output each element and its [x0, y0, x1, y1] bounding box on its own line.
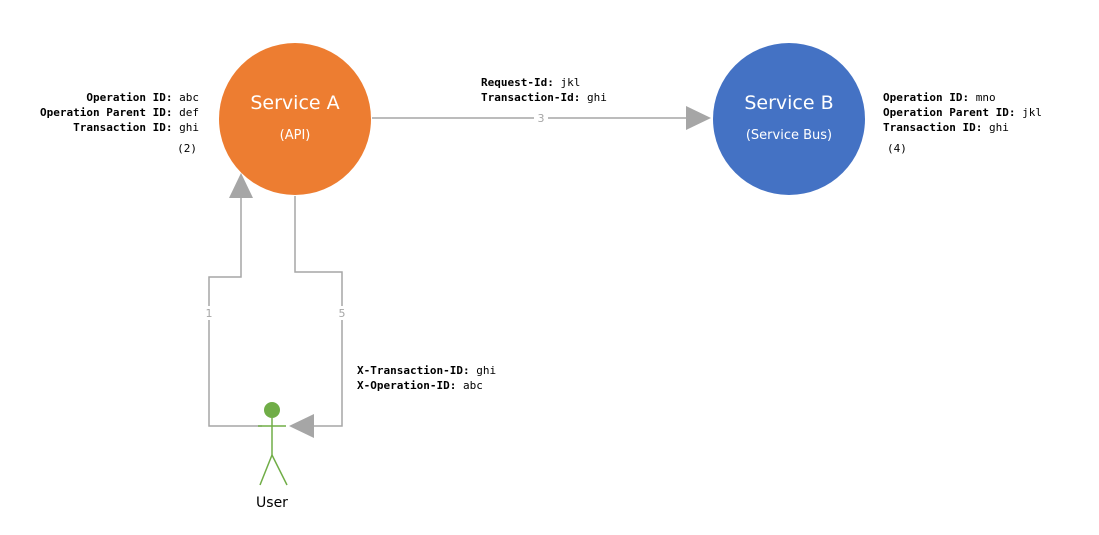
annotation-line: X-Operation-ID: abc [357, 379, 483, 392]
annotation-line: Operation ID: abc [86, 91, 199, 104]
annotation-line: Transaction ID: ghi [883, 121, 1009, 134]
response-headers-annotation: X-Transaction-ID: ghi X-Operation-ID: ab… [357, 364, 496, 392]
edge-label-bg [534, 112, 548, 124]
service-b-id-annotation: Operation ID: mno Operation Parent ID: j… [883, 91, 1042, 155]
edge-label-3: 3 [538, 112, 545, 125]
edge-label-bg [336, 306, 348, 320]
service-b-circle [713, 43, 865, 195]
service-a-title: Service A [250, 92, 339, 114]
node-service-a[interactable]: Service A (API) [219, 43, 371, 195]
user-label: User [256, 495, 288, 511]
annotation-line: Transaction ID: ghi [73, 121, 199, 134]
annotation-line: Transaction-Id: ghi [481, 91, 607, 104]
edge-label-bg [203, 306, 215, 320]
step-label-4: (4) [887, 142, 907, 155]
edge-label-5: 5 [339, 307, 346, 320]
service-a-subtitle: (API) [280, 128, 311, 143]
arrowhead-icon [289, 414, 314, 438]
node-service-b[interactable]: Service B (Service Bus) [713, 43, 865, 195]
edge-user-to-service-a: 1 [203, 173, 262, 427]
annotation-line: Operation Parent ID: def [40, 106, 199, 119]
annotation-line: X-Transaction-ID: ghi [357, 364, 496, 377]
edge-service-a-to-user: 5 [289, 196, 348, 438]
service-b-title: Service B [744, 92, 833, 114]
arrowhead-icon [686, 106, 711, 130]
step-label-2: (2) [177, 142, 197, 155]
annotation-line: Operation Parent ID: jkl [883, 106, 1042, 119]
service-b-subtitle: (Service Bus) [746, 128, 832, 143]
edge-line [208, 196, 262, 427]
edge-label-1: 1 [206, 307, 213, 320]
service-a-id-annotation: Operation ID: abc Operation Parent ID: d… [40, 91, 199, 155]
annotation-line: Request-Id: jkl [481, 76, 580, 89]
edge-service-a-to-service-b: 3 [372, 106, 711, 130]
annotation-line: Operation ID: mno [883, 91, 996, 104]
edge-line [294, 196, 343, 427]
arrowhead-icon [229, 173, 253, 198]
user-actor-icon [258, 402, 288, 486]
node-user[interactable]: User [256, 402, 288, 511]
service-a-circle [219, 43, 371, 195]
request-headers-annotation: Request-Id: jkl Transaction-Id: ghi [481, 76, 607, 104]
